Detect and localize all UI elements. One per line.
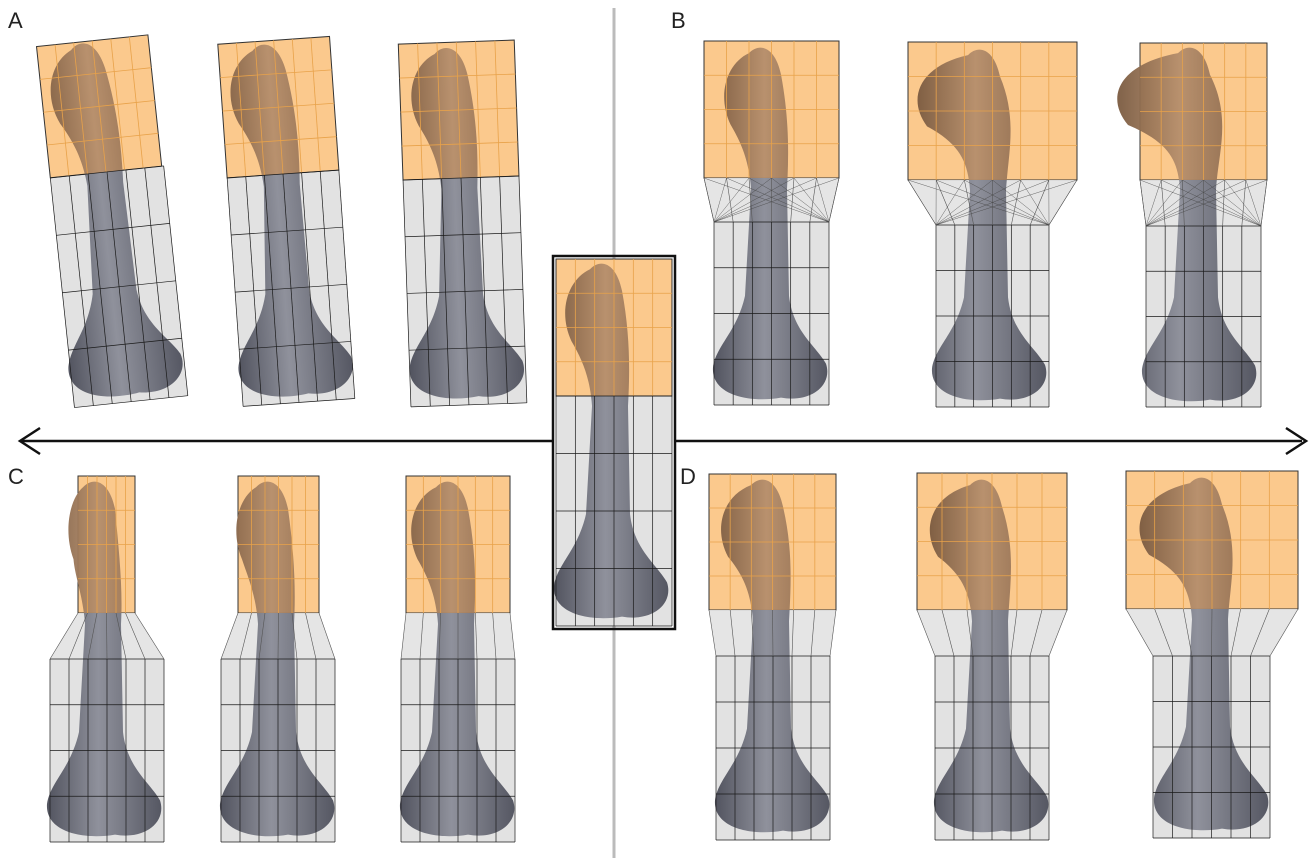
panel-label-c: C (8, 464, 24, 490)
specimen-reference (554, 259, 672, 626)
specimen-c1 (47, 476, 164, 842)
specimen-d3 (1126, 471, 1298, 838)
specimen-b1 (704, 41, 839, 405)
specimen-d2 (917, 473, 1067, 840)
specimen-d1 (709, 474, 836, 840)
specimen-b2 (908, 42, 1077, 407)
specimen-a1 (34, 35, 187, 408)
specimen-c2 (220, 476, 335, 842)
specimen-c3 (400, 476, 515, 842)
panel-label-b: B (671, 8, 686, 34)
specimen-b3 (1117, 43, 1267, 407)
panel-label-a: A (8, 8, 23, 34)
specimen-a2 (216, 36, 355, 406)
panel-label-d: D (680, 464, 696, 490)
specimen-a3 (398, 40, 527, 407)
